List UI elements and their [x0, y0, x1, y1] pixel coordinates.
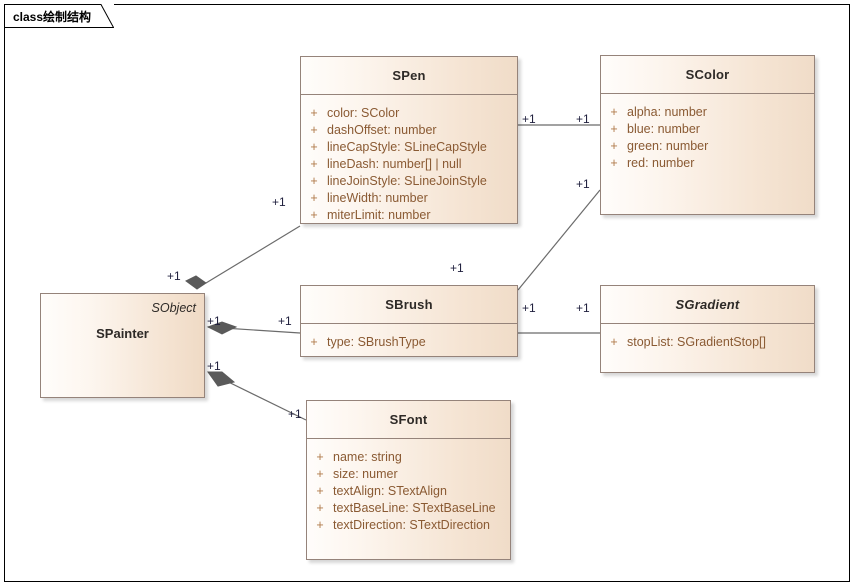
- attribute-visibility: +: [610, 335, 618, 349]
- attribute-visibility: +: [316, 467, 324, 481]
- attribute-row: + blue: number: [601, 121, 814, 138]
- attribute-label: textBaseLine: STextBaseLine: [333, 501, 496, 515]
- multiplicity-painter-sbrush: +1: [207, 314, 221, 328]
- diagram-title-tab[interactable]: class绘制结构: [4, 4, 114, 28]
- diagram-title-label: class绘制结构: [13, 10, 92, 24]
- attribute-row: + miterLimit: number: [301, 207, 517, 224]
- multiplicity-painter-spen: +1: [167, 269, 181, 283]
- attribute-label: miterLimit: number: [327, 208, 431, 222]
- class-box-spen[interactable]: SPen + color: SColor + dashOffset: numbe…: [300, 56, 518, 224]
- attribute-visibility: +: [316, 518, 324, 532]
- attribute-label: lineJoinStyle: SLineJoinStyle: [327, 174, 487, 188]
- class-box-sgradient[interactable]: SGradient + stopList: SGradientStop[]: [600, 285, 815, 373]
- attribute-visibility: +: [610, 156, 618, 170]
- class-box-sfont[interactable]: SFont + name: string + size: numer + tex…: [306, 400, 511, 560]
- multiplicity-sbrush-scolor: +1: [450, 261, 464, 275]
- attribute-visibility: +: [310, 157, 318, 171]
- class-name-sbrush: SBrush: [385, 297, 433, 312]
- attribute-row: + lineCapStyle: SLineCapStyle: [301, 139, 517, 156]
- class-attributes-sfont: + name: string + size: numer + textAlign…: [307, 439, 510, 542]
- attribute-label: size: numer: [333, 467, 398, 481]
- attribute-visibility: +: [310, 191, 318, 205]
- multiplicity-sbrush-painter: +1: [278, 314, 292, 328]
- attribute-label: lineWidth: number: [327, 191, 428, 205]
- attribute-row: + lineJoinStyle: SLineJoinStyle: [301, 173, 517, 190]
- attribute-visibility: +: [316, 450, 324, 464]
- attribute-label: lineDash: number[] | null: [327, 157, 462, 171]
- attribute-row: + dashOffset: number: [301, 122, 517, 139]
- attribute-visibility: +: [610, 105, 618, 119]
- attribute-label: green: number: [627, 139, 709, 153]
- attribute-label: color: SColor: [327, 106, 400, 120]
- multiplicity-painter-sfont: +1: [207, 359, 221, 373]
- attribute-label: textDirection: STextDirection: [333, 518, 491, 532]
- attribute-row: + stopList: SGradientStop[]: [601, 334, 814, 351]
- attribute-visibility: +: [310, 335, 318, 349]
- diamond-painter-sfont: [207, 371, 236, 387]
- attribute-row: + textAlign: STextAlign: [307, 483, 510, 500]
- attribute-label: name: string: [333, 450, 402, 464]
- multiplicity-sgradient-sbrush: +1: [576, 301, 590, 315]
- diamond-painter-sbrush: [206, 321, 238, 335]
- class-header-sgradient: SGradient: [601, 286, 814, 324]
- attribute-visibility: +: [610, 122, 618, 136]
- attribute-row: + lineWidth: number: [301, 190, 517, 207]
- attribute-label: stopList: SGradientStop[]: [627, 335, 766, 349]
- title-tab-shape: [4, 4, 114, 28]
- class-header-scolor: SColor: [601, 56, 814, 94]
- attribute-visibility: +: [310, 123, 318, 137]
- class-name-sfont: SFont: [389, 412, 428, 427]
- attribute-visibility: +: [316, 501, 324, 515]
- class-attributes-sgradient: + stopList: SGradientStop[]: [601, 324, 814, 359]
- attribute-visibility: +: [316, 484, 324, 498]
- attribute-visibility: +: [310, 140, 318, 154]
- attribute-row: + size: numer: [307, 466, 510, 483]
- multiplicity-spen-scolor: +1: [522, 112, 536, 126]
- attribute-row: + alpha: number: [601, 104, 814, 121]
- class-name-scolor: SColor: [685, 67, 730, 82]
- class-attributes-sbrush: + type: SBrushType: [301, 324, 517, 359]
- attribute-visibility: +: [310, 106, 318, 120]
- link-sbrush-scolor: [517, 189, 601, 291]
- class-box-spainter[interactable]: SObject SPainter: [40, 293, 205, 398]
- attribute-visibility: +: [310, 174, 318, 188]
- link-painter-spen: [205, 225, 301, 284]
- class-name-spainter: SPainter: [96, 326, 149, 341]
- multiplicity-scolor-sbrush: +1: [576, 177, 590, 191]
- class-stereotype-spainter: SObject: [151, 301, 196, 315]
- attribute-row: + red: number: [601, 155, 814, 172]
- attribute-row: + name: string: [307, 449, 510, 466]
- diamond-painter-spen: [185, 275, 207, 290]
- class-header-spen: SPen: [301, 57, 517, 95]
- multiplicity-sfont-painter: +1: [288, 407, 302, 421]
- class-attributes-spen: + color: SColor + dashOffset: number + l…: [301, 95, 517, 232]
- attribute-row: + type: SBrushType: [301, 334, 517, 351]
- attribute-label: type: SBrushType: [327, 335, 426, 349]
- class-header-sbrush: SBrush: [301, 286, 517, 324]
- attribute-row: + textDirection: STextDirection: [307, 517, 510, 534]
- attribute-label: red: number: [627, 156, 695, 170]
- attribute-row: + green: number: [601, 138, 814, 155]
- attribute-visibility: +: [310, 208, 318, 222]
- attribute-label: alpha: number: [627, 105, 707, 119]
- class-name-sgradient: SGradient: [675, 297, 740, 312]
- class-header-sfont: SFont: [307, 401, 510, 439]
- class-name-spen: SPen: [392, 68, 426, 83]
- attribute-label: textAlign: STextAlign: [333, 484, 447, 498]
- attribute-row: + textBaseLine: STextBaseLine: [307, 500, 510, 517]
- attribute-row: + color: SColor: [301, 105, 517, 122]
- attribute-label: lineCapStyle: SLineCapStyle: [327, 140, 487, 154]
- multiplicity-spen-painter: +1: [272, 195, 286, 209]
- class-attributes-scolor: + alpha: number + blue: number + green: …: [601, 94, 814, 180]
- class-box-scolor[interactable]: SColor + alpha: number + blue: number + …: [600, 55, 815, 215]
- class-box-sbrush[interactable]: SBrush + type: SBrushType: [300, 285, 518, 357]
- multiplicity-sbrush-sgradient: +1: [522, 301, 536, 315]
- attribute-label: blue: number: [627, 122, 700, 136]
- attribute-row: + lineDash: number[] | null: [301, 156, 517, 173]
- attribute-visibility: +: [610, 139, 618, 153]
- multiplicity-scolor-spen: +1: [576, 112, 590, 126]
- attribute-label: dashOffset: number: [327, 123, 437, 137]
